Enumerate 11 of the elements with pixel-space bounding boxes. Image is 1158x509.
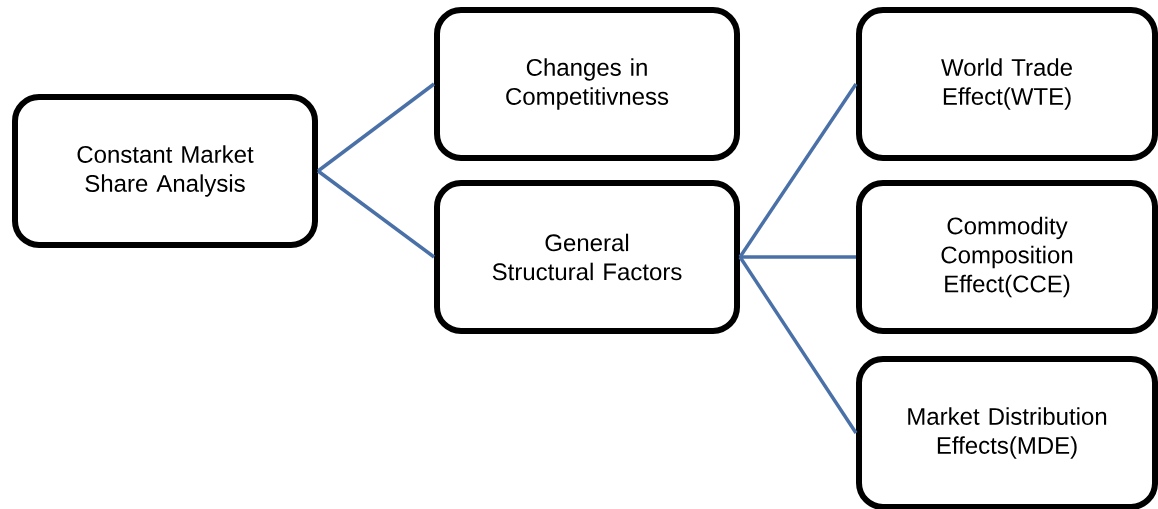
process-box: World Trade Effect(WTE) bbox=[856, 7, 1158, 161]
connector-line bbox=[316, 169, 436, 259]
connector-line bbox=[738, 256, 858, 434]
process-box: Changes in Competitivness bbox=[434, 7, 740, 161]
connector-line bbox=[738, 83, 858, 258]
connector-line bbox=[316, 82, 436, 173]
process-box: Commodity Composition Effect(CCE) bbox=[856, 180, 1158, 334]
process-box: Constant Market Share Analysis bbox=[12, 94, 318, 248]
connector-line bbox=[740, 255, 856, 259]
process-box: General Structural Factors bbox=[434, 180, 740, 334]
process-box: Market Distribution Effects(MDE) bbox=[856, 356, 1158, 509]
